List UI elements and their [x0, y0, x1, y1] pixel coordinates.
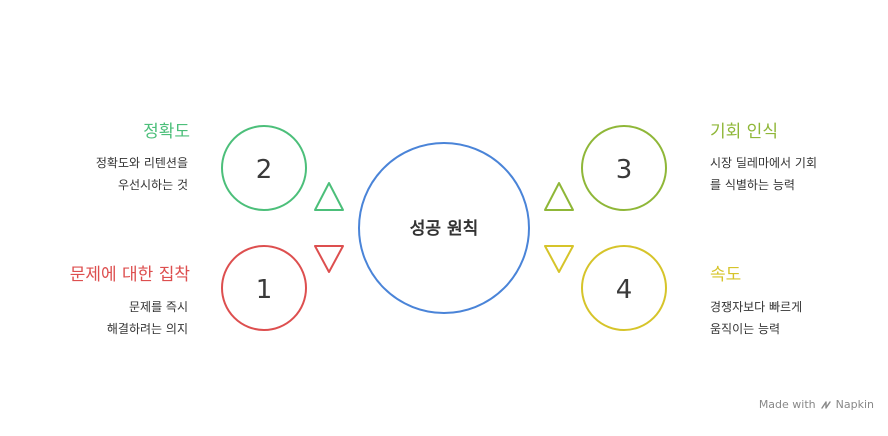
node-1-title: 문제에 대한 집착 [69, 265, 190, 285]
node-1-arrow-down-icon [314, 245, 344, 273]
napkin-logo-icon [820, 400, 831, 409]
node-2-arrow-up-icon [314, 182, 344, 211]
node-4-circle [581, 245, 667, 331]
node-3-description: 시장 딜레마에서 기회 를 식별하는 능력 [710, 156, 817, 192]
center-circle [358, 142, 530, 314]
node-4-description: 경쟁자보다 빠르게 움직이는 능력 [710, 300, 803, 336]
made-with-label: Made with [758, 398, 816, 411]
node-4-arrow-down-icon [544, 245, 574, 273]
node-1-number: 1 [256, 275, 273, 305]
node-1-circle [221, 245, 307, 331]
node-4-number: 4 [616, 275, 633, 305]
napkin-brand-label: Napkin [835, 398, 874, 411]
node-2-title: 정확도 [143, 122, 190, 142]
node-1-description: 문제를 즉시 해결하려는 의지 [106, 300, 188, 336]
node-4-title: 속도 [710, 265, 742, 285]
node-3-arrow-up-icon [544, 182, 574, 211]
center-label: 성공 원칙 [410, 219, 478, 239]
made-with-napkin-badge[interactable]: Made with Napkin [759, 398, 874, 411]
node-2-number: 2 [256, 155, 273, 185]
node-3-number: 3 [616, 155, 633, 185]
node-3-title: 기회 인식 [710, 122, 778, 142]
node-3-circle [581, 125, 667, 211]
node-2-description: 정확도와 리텐션을 우선시하는 것 [95, 156, 188, 192]
node-2-circle [221, 125, 307, 211]
